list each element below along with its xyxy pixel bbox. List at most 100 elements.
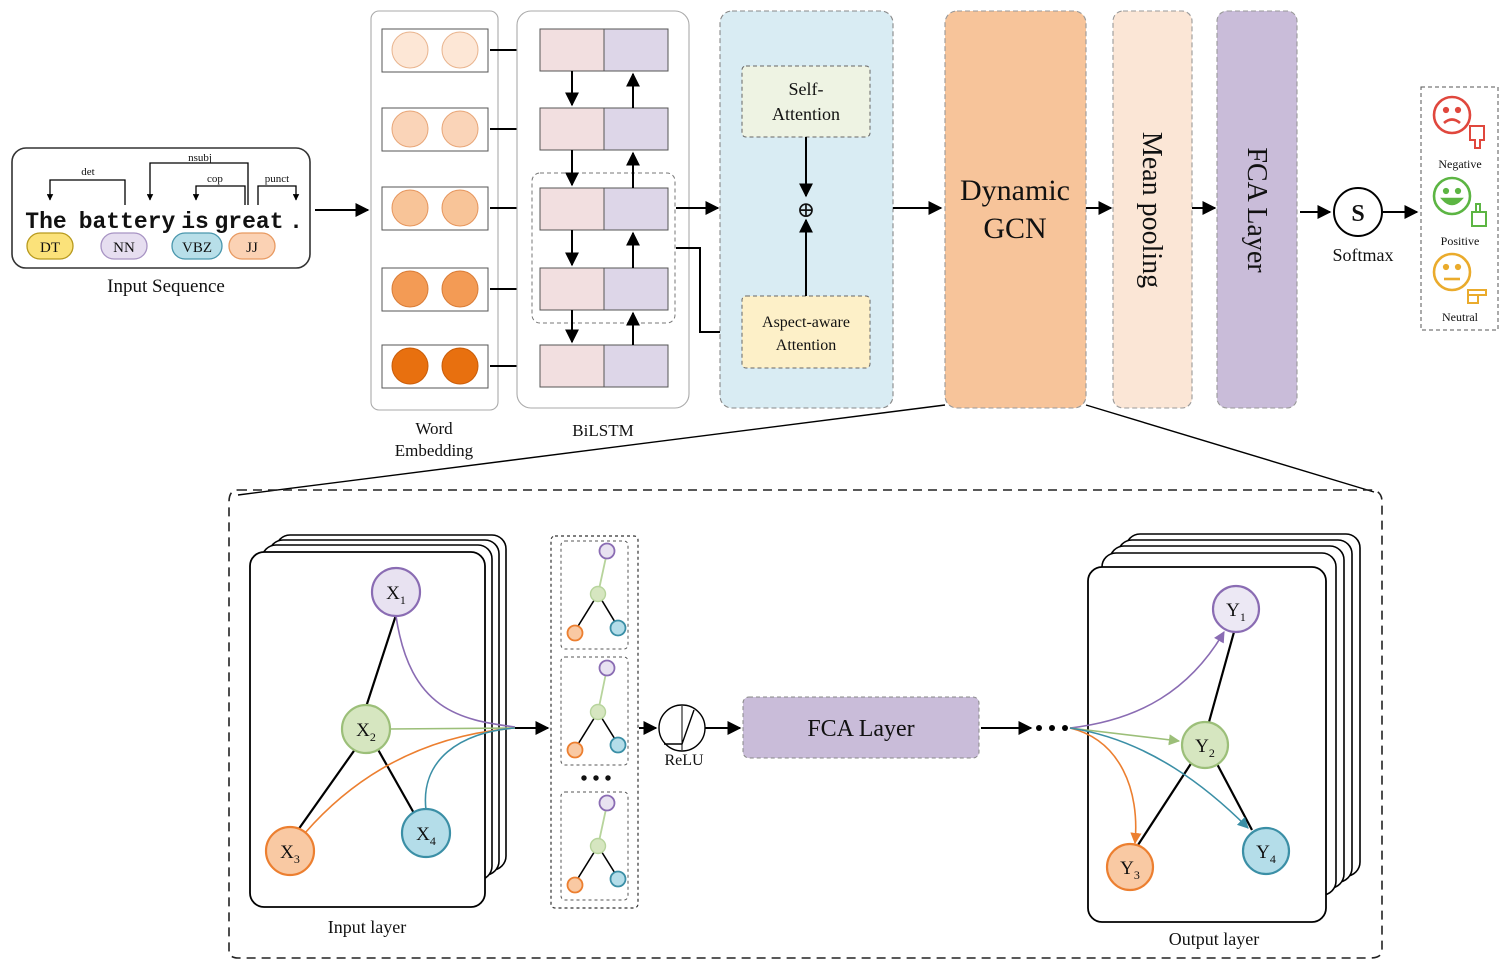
svg-text:Y1: Y1 <box>1226 600 1246 624</box>
svg-text:X2: X2 <box>356 720 376 744</box>
output-node-y2: Y2 <box>1180 720 1230 770</box>
input-graph-edges <box>297 614 416 831</box>
bilstm-block: BiLSTM <box>516 10 690 440</box>
svg-text:Y4: Y4 <box>1256 842 1276 866</box>
thumbs-up-icon <box>1471 203 1487 227</box>
input-sequence-caption: Input Sequence <box>107 276 225 297</box>
input-sequence-panel: det nsubj cop punct The battery is great… <box>11 147 311 297</box>
svg-text:Attention: Attention <box>776 337 836 354</box>
output-layer-stack <box>1087 533 1361 923</box>
arrow-bilstm-to-aspect-attention <box>676 247 740 339</box>
combine-plus-icon: ⊕ <box>797 197 815 222</box>
graph-ellipsis: • • • <box>580 768 611 790</box>
graph-structure-tree <box>560 656 629 766</box>
graph-structure-tree <box>560 791 629 901</box>
svg-text:VBZ: VBZ <box>182 240 212 256</box>
gcn-detail-panel: X1 X2 X3 X4 Input layer <box>228 489 1383 959</box>
svg-text:Y3: Y3 <box>1120 858 1140 882</box>
svg-text:JJ: JJ <box>246 240 258 256</box>
bilstm-cell <box>539 28 669 72</box>
mean-pooling-block: Mean pooling <box>1112 10 1193 409</box>
fca-layer-detail-block: FCA Layer <box>742 696 980 759</box>
pos-tag-nn: NN <box>100 232 148 260</box>
dependency-arcs <box>46 162 300 205</box>
input-node-x3: X3 <box>264 825 316 877</box>
word-is: is <box>181 209 209 235</box>
softmax-node: S Softmax <box>1333 187 1394 265</box>
word-embedding-block: Word Embedding <box>370 10 499 460</box>
input-node-x2: X2 <box>340 703 392 755</box>
pointing-hand-icon <box>1467 289 1487 304</box>
positive-face-icon <box>1432 176 1487 227</box>
dep-label-cop: cop <box>207 173 223 185</box>
embedding-row <box>381 107 489 152</box>
self-attention-box: Self- Attention <box>741 65 871 138</box>
pos-tag-jj: JJ <box>228 232 276 260</box>
relu-node: ReLU <box>658 704 706 769</box>
softmax-symbol: S <box>1351 201 1364 227</box>
dep-label-punct: punct <box>265 173 289 185</box>
negative-face-icon <box>1432 95 1485 149</box>
negative-label: Negative <box>1438 157 1481 171</box>
output-node-y1: Y1 <box>1211 584 1261 634</box>
embedding-row <box>381 344 489 389</box>
mean-pooling-label: Mean pooling <box>1136 132 1167 288</box>
softmax-label: Softmax <box>1333 245 1394 265</box>
svg-text:Attention: Attention <box>772 104 840 124</box>
thumbs-down-icon <box>1469 125 1485 149</box>
attention-panel: Self- Attention Aspect-aware Attention ⊕ <box>719 10 894 409</box>
pos-tag-dt: DT <box>26 232 74 260</box>
word-the: The <box>25 209 66 235</box>
graph-structure-column: • • • <box>550 535 639 909</box>
svg-text:Self-: Self- <box>789 79 824 99</box>
aspect-aware-attention-box: Aspect-aware Attention <box>741 295 871 369</box>
svg-text:DT: DT <box>40 240 60 256</box>
svg-text:X4: X4 <box>416 824 436 848</box>
svg-text:FCA Layer: FCA Layer <box>807 716 914 742</box>
output-ellipsis <box>1036 725 1068 731</box>
graph-structure-tree <box>560 540 629 650</box>
bilstm-cell <box>539 107 669 151</box>
word-battery: battery <box>79 209 176 235</box>
zoom-line-right <box>1085 404 1375 493</box>
svg-text:Dynamic: Dynamic <box>960 174 1070 207</box>
embedding-row <box>381 28 489 73</box>
bilstm-caption: BiLSTM <box>572 421 633 440</box>
word-embedding-caption-line1: Word <box>415 419 453 438</box>
word-great: great <box>214 209 283 235</box>
input-layer-caption: Input layer <box>328 917 406 937</box>
embedding-row <box>381 267 489 312</box>
svg-text:NN: NN <box>113 240 135 256</box>
svg-text:GCN: GCN <box>983 212 1046 245</box>
input-aggregation-curves <box>304 615 516 834</box>
output-layer-caption: Output layer <box>1169 929 1259 949</box>
sentiment-output-panel: Negative Positive Neutral <box>1420 86 1499 331</box>
fca-layer-label: FCA Layer <box>1241 147 1272 273</box>
bilstm-cell <box>539 344 669 388</box>
dynamic-gcn-block: Dynamic GCN <box>944 10 1087 409</box>
bilstm-cell <box>539 187 669 231</box>
input-node-x1: X1 <box>370 566 422 618</box>
input-node-x4: X4 <box>400 807 452 859</box>
neutral-face-icon <box>1432 252 1487 304</box>
word-embedding-caption-line2: Embedding <box>395 441 474 460</box>
dep-label-det: det <box>81 166 94 178</box>
relu-label: ReLU <box>664 752 704 769</box>
embedding-row <box>381 186 489 231</box>
svg-text:X3: X3 <box>280 842 300 866</box>
dep-label-nsubj: nsubj <box>188 152 212 164</box>
output-distribution-curves <box>1069 631 1249 845</box>
fca-layer-block: FCA Layer <box>1216 10 1298 409</box>
svg-text:Aspect-aware: Aspect-aware <box>762 314 850 331</box>
zoom-line-left <box>237 404 946 496</box>
svg-text:X1: X1 <box>386 583 406 607</box>
neutral-label: Neutral <box>1442 310 1479 324</box>
bilstm-cell <box>539 267 669 311</box>
svg-text:Y2: Y2 <box>1195 736 1215 760</box>
positive-label: Positive <box>1441 234 1480 248</box>
output-node-y3: Y3 <box>1105 842 1155 892</box>
output-node-y4: Y4 <box>1241 826 1291 876</box>
word-period: . <box>289 209 303 235</box>
pos-tag-vbz: VBZ <box>171 232 223 260</box>
